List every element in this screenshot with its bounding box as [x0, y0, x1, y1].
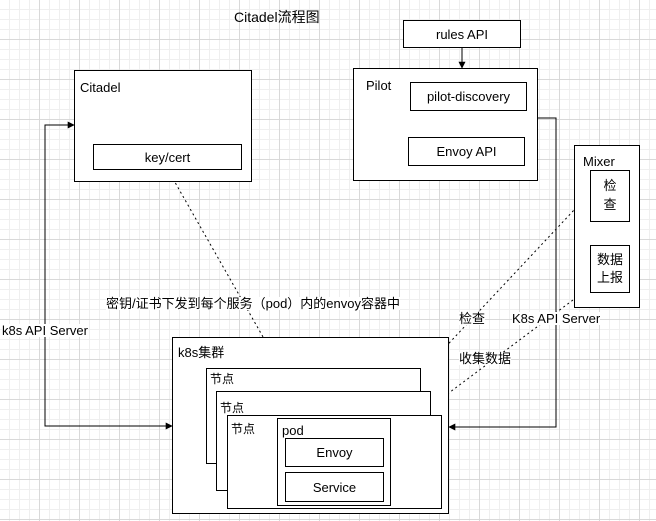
pod-label: pod: [282, 423, 304, 438]
pilot-label: Pilot: [366, 78, 392, 93]
rules-api-node: rules API: [403, 20, 521, 48]
mixer-report-node: 数据 上报: [590, 245, 630, 293]
node-label: 节点: [220, 401, 245, 415]
mixer-check-node: 检 查: [590, 170, 630, 222]
service-node: Service: [285, 472, 384, 502]
edge-label-collect: 收集数据: [459, 351, 512, 366]
edge-label-k8s-api-right: K8s API Server: [512, 311, 601, 326]
cluster-label: k8s集群: [178, 345, 225, 360]
envoy-node: Envoy: [285, 438, 384, 467]
page-title: Citadel流程图: [234, 9, 320, 25]
edge-label-k8s-api-left: k8s API Server: [2, 323, 88, 338]
edge-label-key-dispatch: 密钥/证书下发到每个服务（pod）内的envoy容器中: [106, 296, 400, 311]
edge-label-check: 检查: [459, 311, 486, 326]
envoy-api-node: Envoy API: [408, 137, 525, 166]
citadel-label: Citadel: [80, 80, 121, 95]
pilot-discovery-node: pilot-discovery: [410, 82, 527, 111]
node-label: 节点: [210, 372, 235, 386]
key-cert-node: key/cert: [93, 144, 242, 170]
node-label: 节点: [231, 422, 256, 436]
mixer-label: Mixer: [583, 154, 615, 169]
